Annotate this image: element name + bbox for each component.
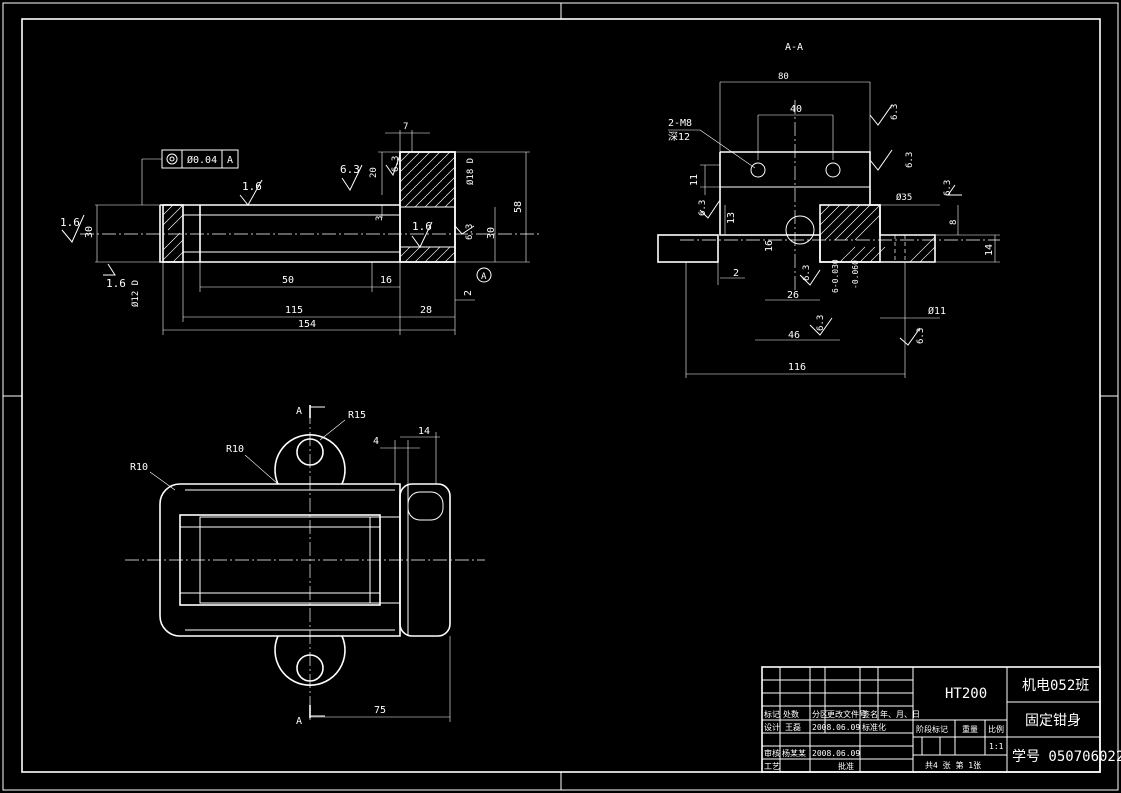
svg-text:1.6: 1.6 xyxy=(242,180,262,193)
material: HT200 xyxy=(945,686,987,702)
svg-text:设计: 设计 xyxy=(764,722,780,732)
svg-text:6.3: 6.3 xyxy=(391,156,401,172)
dim-16-s: 16 xyxy=(764,240,775,252)
tol-dia-right: Ø18 D xyxy=(465,158,476,185)
dim-16: 16 xyxy=(380,275,392,286)
dim-154: 154 xyxy=(298,319,316,330)
class-name: 机电052班 xyxy=(1022,678,1089,694)
dim-20: 20 xyxy=(369,167,379,178)
svg-text:6.3: 6.3 xyxy=(802,265,812,281)
fcf-value: Ø0.04 xyxy=(187,154,217,166)
svg-text:6.3: 6.3 xyxy=(916,328,926,344)
dim-28: 28 xyxy=(420,305,432,316)
svg-text:1.6: 1.6 xyxy=(60,216,80,229)
dim-11: 11 xyxy=(689,174,700,186)
svg-text:6.3: 6.3 xyxy=(465,224,475,240)
dim-r15: R15 xyxy=(348,410,366,421)
student-no: 学号 0507060221 xyxy=(1012,749,1121,765)
svg-text:审核: 审核 xyxy=(764,748,780,758)
dia-11: Ø11 xyxy=(928,305,946,317)
title-block: HT200 机电052班 固定钳身 学号 0507060221 标记 处数 分区… xyxy=(761,666,1121,773)
dim-2: 2 xyxy=(463,290,474,296)
cut-a-top: A xyxy=(296,406,302,417)
svg-text:2008.06.09: 2008.06.09 xyxy=(812,749,860,758)
hole-note-1: 2-M8 xyxy=(668,118,692,129)
dim-13: 13 xyxy=(726,212,737,224)
svg-text:王磊: 王磊 xyxy=(785,723,801,732)
svg-text:分区: 分区 xyxy=(812,710,828,719)
tol-small-2: -0.060 xyxy=(851,260,860,289)
svg-text:6.3: 6.3 xyxy=(816,315,826,331)
dim-30-left: 30 xyxy=(84,226,95,238)
dim-30-right: 30 xyxy=(486,227,497,239)
svg-text:6.3: 6.3 xyxy=(340,163,360,176)
svg-text:比例: 比例 xyxy=(988,724,1004,734)
hatch-left xyxy=(162,204,184,263)
dim-r10-b: R10 xyxy=(130,462,148,473)
dia-35: Ø35 xyxy=(896,192,912,203)
dim-14-top: 14 xyxy=(418,426,430,437)
dim-26: 26 xyxy=(787,290,799,301)
svg-text:标记: 标记 xyxy=(764,709,780,719)
dim-116: 116 xyxy=(788,362,806,373)
dim-8: 8 xyxy=(949,220,959,225)
svg-text:杨某某: 杨某某 xyxy=(782,748,806,758)
svg-text:共4 张 第 1张: 共4 张 第 1张 xyxy=(925,760,981,770)
dim-4: 4 xyxy=(373,436,379,447)
svg-text:更改文件号: 更改文件号 xyxy=(827,709,867,719)
dim-50: 50 xyxy=(282,275,294,286)
svg-text:标准化: 标准化 xyxy=(862,722,886,732)
feature-control-frame: Ø0.04 A xyxy=(141,149,239,205)
svg-text:阶段标记: 阶段标记 xyxy=(916,724,948,734)
svg-text:6.3: 6.3 xyxy=(698,200,708,216)
section-view: A-A 80 xyxy=(657,42,1000,378)
dim-3: 3 xyxy=(375,216,385,221)
dim-75: 75 xyxy=(374,705,386,716)
hole-note-2: 深12 xyxy=(668,131,690,143)
hatch-right xyxy=(399,151,456,263)
svg-text:2008.06.09: 2008.06.09 xyxy=(812,723,860,732)
dim-80: 80 xyxy=(778,72,789,82)
front-view: 30 50 16 115 154 28 2 7 20 58 30 3 Ø12 D xyxy=(60,122,540,335)
dim-r10-a: R10 xyxy=(226,444,244,455)
cut-a-bottom: A xyxy=(296,716,302,727)
svg-text:1.6: 1.6 xyxy=(412,220,432,233)
dim-58: 58 xyxy=(513,201,524,213)
dim-40: 40 xyxy=(790,104,802,115)
tol-small: 6-0.030 xyxy=(831,259,840,293)
svg-text:重量: 重量 xyxy=(962,724,978,734)
top-view: A A R15 R10 R10 4 14 75 xyxy=(125,405,485,727)
section-roughness: 6.3 6.3 6.3 6.3 6.3 6.3 6.3 xyxy=(698,104,962,346)
section-label: A-A xyxy=(785,42,803,53)
svg-text:批准: 批准 xyxy=(838,761,854,771)
section-hatch xyxy=(819,204,936,263)
roughness-symbols: 1.6 1.6 1.6 6.3 1.6 6.3 6.3 xyxy=(60,154,475,290)
svg-text:6.3: 6.3 xyxy=(943,180,953,196)
svg-text:工艺: 工艺 xyxy=(764,762,780,771)
svg-text:年、月、日: 年、月、日 xyxy=(880,709,920,719)
svg-text:签名: 签名 xyxy=(862,709,878,719)
dim-7: 7 xyxy=(403,122,408,132)
svg-text:处数: 处数 xyxy=(783,709,799,719)
dim-14: 14 xyxy=(984,244,995,256)
datum-a-label: A xyxy=(481,272,487,282)
svg-text:6.3: 6.3 xyxy=(890,104,900,120)
svg-text:6.3: 6.3 xyxy=(905,152,915,168)
tol-dia-left: Ø12 D xyxy=(130,280,141,307)
svg-text:1.6: 1.6 xyxy=(106,277,126,290)
dim-2-s: 2 xyxy=(733,268,739,279)
part-name: 固定钳身 xyxy=(1025,713,1081,729)
fcf-datum: A xyxy=(227,155,233,166)
svg-text:1:1: 1:1 xyxy=(989,742,1004,751)
datum-a-marker xyxy=(476,267,492,283)
dim-115: 115 xyxy=(285,305,303,316)
dim-46: 46 xyxy=(788,330,800,341)
